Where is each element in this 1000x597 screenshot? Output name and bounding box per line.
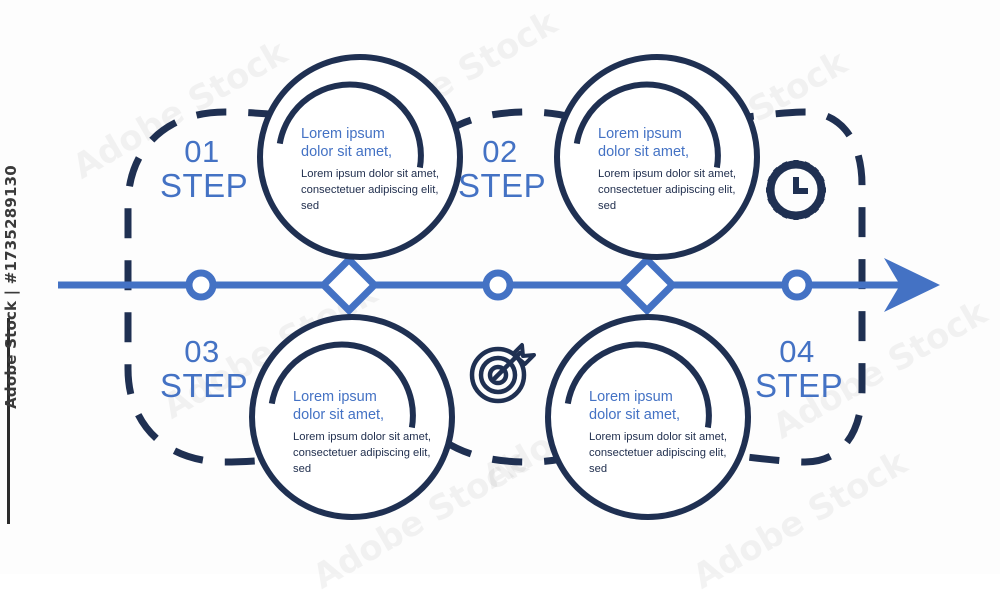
bubble-heading-04: Lorem ipsum dolor sit amet, <box>589 388 739 424</box>
step-number-02: 02 <box>482 134 518 169</box>
bubble-heading-line1-02: Lorem ipsum <box>598 126 682 142</box>
step-number-04: 04 <box>779 334 815 369</box>
content-bubble-03[interactable] <box>249 314 455 520</box>
target-icon-arrow-fletching <box>511 343 536 366</box>
bubble-heading-line2-04: dolor sit amet, <box>589 407 681 424</box>
bubble-heading-line2-02: dolor sit amet, <box>598 144 690 161</box>
bubble-accent-arc-04 <box>564 341 712 429</box>
dashed-frame-middle-bottom <box>442 438 612 466</box>
bubble-body-01: Lorem ipsum dolor sit amet, consectetuer… <box>301 168 440 213</box>
infographic-vector-layer <box>58 54 940 520</box>
bubble-accent-arc-01 <box>276 81 424 169</box>
bubble-heading-line1-04: Lorem ipsum <box>589 389 673 405</box>
content-bubble-02[interactable] <box>554 54 760 260</box>
bubble-outline-01 <box>257 54 463 260</box>
watermark-rule <box>7 318 10 524</box>
infographic-canvas: Adobe Stock Adobe Stock Adobe Stock Adob… <box>2 3 994 597</box>
target-icon-ring-inner <box>487 364 509 386</box>
clock-icon <box>766 160 826 220</box>
bubble-body-03: Lorem ipsum dolor sit amet, consectetuer… <box>293 431 432 476</box>
step-number-03: 03 <box>184 334 220 369</box>
bubble-outline-04 <box>545 314 751 520</box>
watermark-left-text: Adobe Stock | #1735289130 <box>2 165 20 409</box>
bubble-body-02: Lorem ipsum dolor sit amet, consectetuer… <box>598 168 737 213</box>
bubble-text-04: Lorem ipsum dolor sit amet, Lorem ipsum … <box>589 388 739 478</box>
step-word-03: STEP <box>160 367 249 404</box>
timeline-node-diamond-1[interactable] <box>318 254 380 316</box>
timeline-node-circle-3[interactable] <box>781 269 813 301</box>
clock-icon-face-ring <box>766 160 826 220</box>
bubble-heading-line1-01: Lorem ipsum <box>301 126 385 142</box>
bubble-heading-line2-03: dolor sit amet, <box>293 407 385 424</box>
step-word-02: STEP <box>458 167 547 204</box>
step-word-01: STEP <box>160 167 249 204</box>
timeline-axis-group <box>58 254 940 316</box>
target-icon-ring-outer <box>469 346 527 404</box>
bubble-accent-arc-02 <box>573 81 721 169</box>
bubble-text-01: Lorem ipsum dolor sit amet, Lorem ipsum … <box>301 125 451 215</box>
bubble-text-03: Lorem ipsum dolor sit amet, Lorem ipsum … <box>293 388 443 478</box>
bubble-heading-line1-03: Lorem ipsum <box>293 389 377 405</box>
dashed-frame-middle-top <box>442 108 612 136</box>
content-bubble-04[interactable] <box>545 314 751 520</box>
bubble-heading-line2-01: dolor sit amet, <box>301 144 393 161</box>
bubble-heading-01: Lorem ipsum dolor sit amet, <box>301 125 451 161</box>
timeline-node-circle-1[interactable] <box>185 269 217 301</box>
timeline-node-diamond-2[interactable] <box>616 254 678 316</box>
step-number-01: 01 <box>184 134 220 169</box>
bubble-body-04: Lorem ipsum dolor sit amet, consectetuer… <box>589 431 728 476</box>
clock-icon-hands <box>793 177 808 194</box>
bubble-accent-arc-03 <box>268 341 416 429</box>
step-word-04: STEP <box>755 367 844 404</box>
bubble-text-02: Lorem ipsum dolor sit amet, Lorem ipsum … <box>598 125 748 215</box>
timeline-arrow-head[interactable] <box>884 258 940 312</box>
bubble-outline-02 <box>554 54 760 260</box>
bubble-outline-03 <box>249 314 455 520</box>
step-label-01: 01 STEP <box>160 134 249 204</box>
step-label-04: 04 STEP <box>755 334 844 404</box>
target-icon-ring-middle <box>478 355 518 395</box>
bubble-heading-03: Lorem ipsum dolor sit amet, <box>293 388 443 424</box>
content-bubble-01[interactable] <box>257 54 463 260</box>
bubble-heading-02: Lorem ipsum dolor sit amet, <box>598 125 748 161</box>
timeline-node-circle-2[interactable] <box>482 269 514 301</box>
step-label-03: 03 STEP <box>160 334 249 404</box>
target-arrow-icon <box>469 343 536 404</box>
step-label-02: 02 STEP <box>458 134 547 204</box>
